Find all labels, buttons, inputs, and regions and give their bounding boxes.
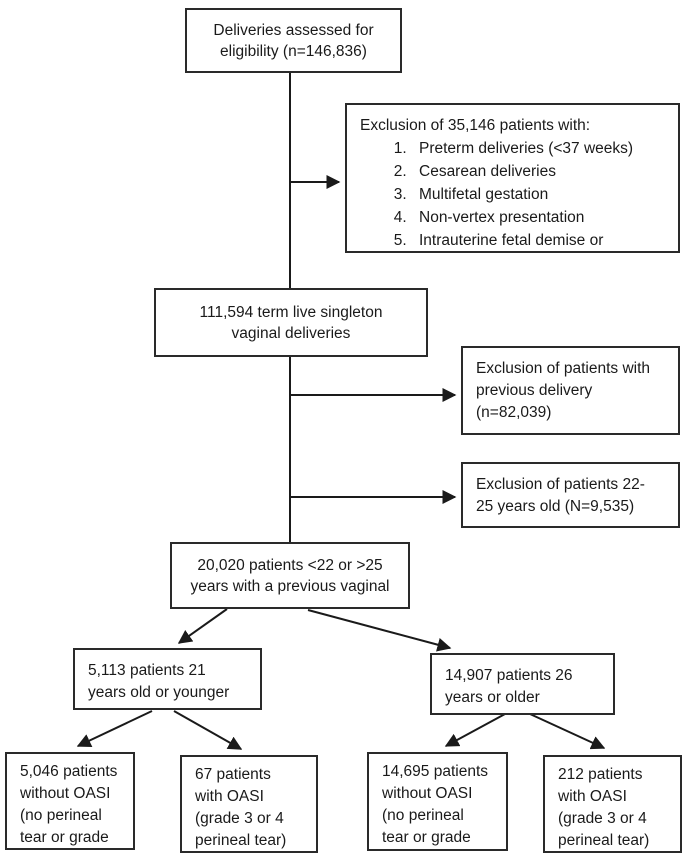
- eligibility-box: Deliveries assessed for eligibility (n=1…: [185, 8, 402, 73]
- exclusion-item: Intrauterine fetal demise or: [411, 229, 672, 252]
- cohort-box: 20,020 patients <22 or >25 years with a …: [170, 542, 410, 609]
- exclusion-item: Cesarean deliveries: [411, 160, 672, 183]
- exclusion-item: Multifetal gestation: [411, 183, 672, 206]
- term-singleton-box: 111,594 term live singleton vaginal deli…: [154, 288, 428, 357]
- age-21-younger-text: 5,113 patients 21 years old or younger: [88, 662, 230, 701]
- arrow-to-young-oasi: [173, 710, 243, 750]
- older-oasi-box: 212 patients with OASI (grade 3 or 4 per…: [543, 755, 682, 853]
- cohort-text: 20,020 patients <22 or >25 years with a …: [190, 556, 390, 595]
- exclusion-previous-delivery-text: Exclusion of patients with previous deli…: [476, 360, 651, 421]
- arrow-to-age-21-younger: [177, 608, 228, 644]
- arrow-to-age-26-older: [307, 609, 452, 652]
- exclusion-age-22-25-box: Exclusion of patients 22- 25 years old (…: [461, 462, 680, 528]
- exclusion-initial-title: Exclusion of 35,146 patients with:: [360, 117, 591, 134]
- arrow-to-older-no-oasi: [444, 713, 506, 747]
- term-singleton-text: 111,594 term live singleton vaginal deli…: [199, 303, 383, 342]
- eligibility-text: Deliveries assessed for eligibility (n=1…: [213, 21, 374, 60]
- young-oasi-text: 67 patients with OASI (grade 3 or 4 peri…: [195, 766, 287, 849]
- exclusion-initial-box: Exclusion of 35,146 patients with: Prete…: [345, 103, 680, 253]
- exclusion-item: Preterm deliveries (<37 weeks): [411, 137, 672, 160]
- age-21-younger-box: 5,113 patients 21 years old or younger: [73, 648, 262, 710]
- older-oasi-text: 212 patients with OASI (grade 3 or 4 per…: [558, 766, 650, 849]
- young-no-oasi-text: 5,046 patients without OASI (no perineal…: [20, 763, 118, 846]
- older-no-oasi-box: 14,695 patients without OASI (no perinea…: [367, 752, 508, 851]
- age-26-older-box: 14,907 patients 26 years or older: [430, 653, 615, 715]
- exclusion-initial-list: Preterm deliveries (<37 weeks) Cesarean …: [360, 137, 672, 252]
- arrow-to-young-no-oasi: [76, 710, 153, 747]
- older-no-oasi-text: 14,695 patients without OASI (no perinea…: [382, 763, 489, 846]
- exclusion-item: Non-vertex presentation: [411, 206, 672, 229]
- exclusion-previous-delivery-box: Exclusion of patients with previous deli…: [461, 346, 680, 435]
- exclusion-age-22-25-text: Exclusion of patients 22- 25 years old (…: [476, 476, 645, 515]
- young-oasi-box: 67 patients with OASI (grade 3 or 4 peri…: [180, 755, 318, 853]
- young-no-oasi-box: 5,046 patients without OASI (no perineal…: [5, 752, 135, 850]
- age-26-older-text: 14,907 patients 26 years or older: [445, 667, 573, 706]
- arrow-to-older-oasi: [529, 713, 606, 750]
